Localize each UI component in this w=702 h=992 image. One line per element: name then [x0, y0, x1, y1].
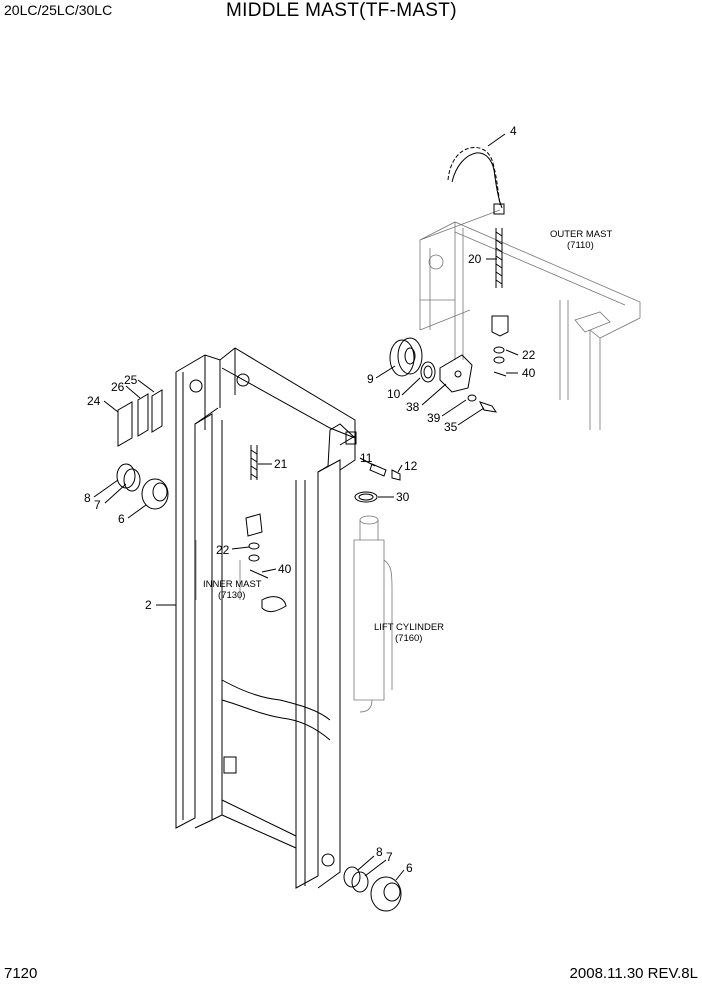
part-label-10: 10 [387, 387, 401, 401]
part-label-25: 25 [124, 373, 138, 387]
part-label-8-upper: 8 [84, 491, 91, 505]
page-number: 7120 [4, 965, 38, 982]
anchor-bolt-drawing [491, 228, 509, 377]
inner-mast-ref: (7130) [218, 590, 245, 601]
part-label-21: 21 [274, 457, 288, 471]
page-title: MIDDLE MAST(TF-MAST) [226, 0, 457, 21]
part-label-40-upper: 40 [522, 366, 536, 380]
part-labels: 4 20 22 40 9 10 38 39 35 24 26 25 8 7 6 … [84, 124, 536, 875]
part-label-4: 4 [510, 124, 517, 138]
sheave-assembly-drawing [389, 337, 498, 413]
part-label-6-lower: 6 [406, 861, 413, 875]
model-label: 20LC/25LC/30LC [4, 2, 113, 18]
outer-mast-drawing [419, 209, 641, 430]
part-label-7-lower: 7 [386, 850, 393, 864]
middle-mast-drawing [175, 347, 357, 889]
part-label-12: 12 [404, 459, 418, 473]
part-label-9: 9 [367, 372, 374, 386]
roller-upper-drawing [116, 463, 169, 510]
part-label-40-lower: 40 [278, 562, 292, 576]
part-label-24: 24 [87, 394, 101, 408]
lift-cylinder-label: LIFT CYLINDER [374, 622, 444, 633]
part-label-7-upper: 7 [94, 498, 101, 512]
inner-mast-label: INNER MAST [203, 579, 262, 590]
outer-mast-label: OUTER MAST [550, 229, 612, 240]
shim-plates-drawing [117, 389, 163, 447]
part-label-2: 2 [145, 598, 152, 612]
fasteners-drawing [354, 463, 401, 503]
part-label-22-lower: 22 [216, 543, 230, 557]
part-label-11: 11 [360, 451, 373, 465]
roller-lower-drawing [343, 866, 402, 912]
part-label-30: 30 [396, 490, 410, 504]
leader-lines [93, 133, 519, 881]
part-label-8-lower: 8 [376, 845, 383, 859]
part-label-6-upper: 6 [118, 512, 125, 526]
part-label-39: 39 [427, 411, 441, 425]
revision-label: 2008.11.30 REV.8L [569, 965, 698, 982]
chain-drawing [447, 147, 505, 215]
part-label-26: 26 [111, 380, 125, 394]
part-label-20: 20 [468, 252, 482, 266]
reference-labels: OUTER MAST (7110) INNER MAST (7130) LIFT… [203, 229, 612, 644]
part-label-22-upper: 22 [522, 348, 536, 362]
lift-cylinder-ref: (7160) [395, 633, 422, 644]
outer-mast-ref: (7110) [567, 240, 594, 251]
part-label-35: 35 [444, 420, 458, 434]
part-label-38: 38 [406, 400, 420, 414]
lift-cylinder-drawing [353, 515, 393, 713]
chain-bolt-lower-drawing [195, 445, 287, 613]
